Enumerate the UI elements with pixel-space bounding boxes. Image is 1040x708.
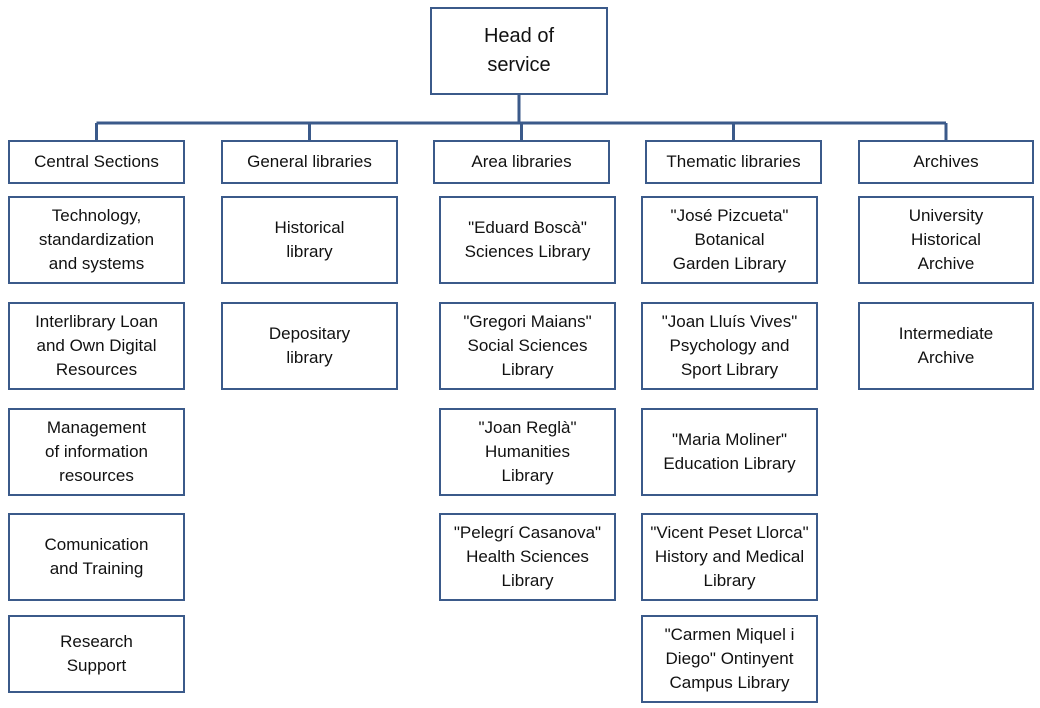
unit-box-area-libraries-4: "Pelegrí Casanova" Health Sciences Libra… — [439, 513, 616, 601]
unit-box-archives-1-label: University Historical Archive — [908, 206, 984, 273]
column-header-archives-label: Archives — [913, 152, 979, 171]
unit-box-area-libraries-3-label: "Joan Reglà" Humanities Library — [478, 418, 577, 485]
unit-box-thematic-libraries-4-label: "Vicent Peset Llorca" History and Medica… — [650, 523, 809, 590]
column-header-thematic-libraries-label: Thematic libraries — [666, 152, 801, 171]
head-of-service-label: Head of service — [483, 25, 555, 76]
unit-box-area-libraries-1: "Eduard Boscà" Sciences Library — [439, 196, 616, 284]
column-header-central-sections-label: Central Sections — [34, 152, 159, 171]
column-header-thematic-libraries: Thematic libraries — [645, 140, 822, 184]
unit-box-general-libraries-1-label: Historical library — [274, 218, 345, 261]
unit-box-area-libraries-1-label: "Eduard Boscà" Sciences Library — [464, 218, 591, 261]
unit-box-thematic-libraries-1: "José Pizcueta" Botanical Garden Library — [641, 196, 818, 284]
unit-box-thematic-libraries-1-label: "José Pizcueta" Botanical Garden Library — [670, 206, 789, 273]
unit-box-central-sections-1: Technology, standardization and systems — [8, 196, 185, 284]
unit-box-thematic-libraries-2: "Joan Lluís Vives" Psychology and Sport … — [641, 302, 818, 390]
unit-box-central-sections-5-label: Research Support — [60, 632, 133, 675]
unit-box-central-sections-4: Comunication and Training — [8, 513, 185, 601]
unit-box-thematic-libraries-2-label: "Joan Lluís Vives" Psychology and Sport … — [661, 312, 798, 379]
column-header-general-libraries: General libraries — [221, 140, 398, 184]
unit-box-archives-1: University Historical Archive — [858, 196, 1034, 284]
unit-box-central-sections-2-label: Interlibrary Loan and Own Digital Resour… — [35, 312, 158, 379]
unit-box-central-sections-5: Research Support — [8, 615, 185, 693]
unit-box-central-sections-1-label: Technology, standardization and systems — [38, 206, 155, 273]
unit-box-thematic-libraries-3: "Maria Moliner" Education Library — [641, 408, 818, 496]
unit-box-area-libraries-3: "Joan Reglà" Humanities Library — [439, 408, 616, 496]
unit-box-thematic-libraries-3-label: "Maria Moliner" Education Library — [663, 430, 796, 473]
column-header-central-sections: Central Sections — [8, 140, 185, 184]
unit-box-central-sections-3: Management of information resources — [8, 408, 185, 496]
unit-box-central-sections-3-label: Management of information resources — [45, 418, 148, 485]
unit-box-thematic-libraries-5: "Carmen Miquel i Diego" Ontinyent Campus… — [641, 615, 818, 703]
unit-box-general-libraries-2: Depositary library — [221, 302, 398, 390]
unit-box-central-sections-2: Interlibrary Loan and Own Digital Resour… — [8, 302, 185, 390]
unit-box-general-libraries-2-label: Depositary library — [268, 324, 351, 367]
head-of-service-box: Head of service — [430, 7, 608, 95]
unit-box-area-libraries-4-label: "Pelegrí Casanova" Health Sciences Libra… — [453, 523, 602, 590]
unit-box-thematic-libraries-4: "Vicent Peset Llorca" History and Medica… — [641, 513, 818, 601]
unit-box-general-libraries-1: Historical library — [221, 196, 398, 284]
column-header-general-libraries-label: General libraries — [247, 152, 372, 171]
unit-box-central-sections-4-label: Comunication and Training — [44, 535, 149, 578]
unit-box-archives-2-label: Intermediate Archive — [898, 324, 994, 367]
unit-box-area-libraries-2-label: "Gregori Maians" Social Sciences Library — [463, 312, 592, 379]
column-header-area-libraries-label: Area libraries — [471, 152, 572, 171]
unit-box-thematic-libraries-5-label: "Carmen Miquel i Diego" Ontinyent Campus… — [664, 625, 795, 692]
unit-box-area-libraries-2: "Gregori Maians" Social Sciences Library — [439, 302, 616, 390]
column-header-area-libraries: Area libraries — [433, 140, 610, 184]
column-header-archives: Archives — [858, 140, 1034, 184]
unit-box-archives-2: Intermediate Archive — [858, 302, 1034, 390]
